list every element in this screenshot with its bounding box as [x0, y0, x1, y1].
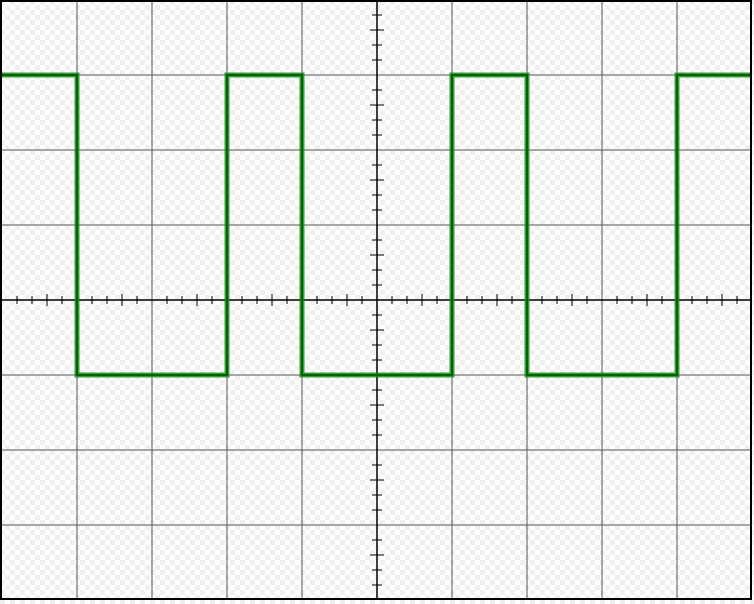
axis-minor-ticks [16, 14, 738, 586]
signal-trace [2, 72, 752, 378]
square-wave-trace [2, 74, 752, 376]
